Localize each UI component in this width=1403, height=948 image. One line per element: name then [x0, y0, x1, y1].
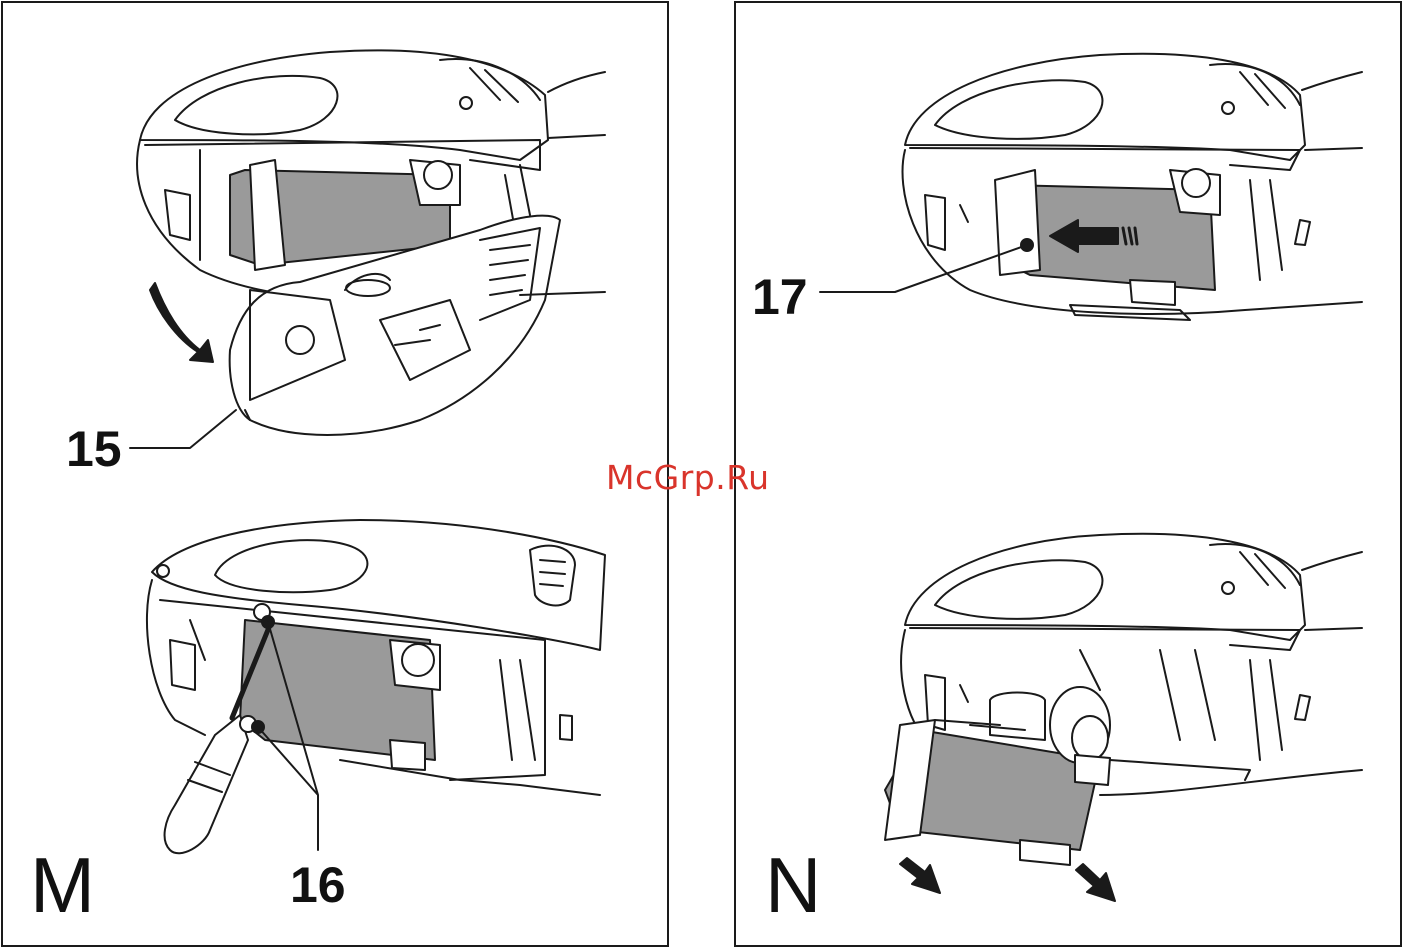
rotation-arrow [150, 283, 213, 362]
watermark: McGrp.Ru [606, 458, 770, 497]
panel-label-n: N [765, 846, 821, 924]
leader-line-17 [820, 245, 1027, 292]
callout-17: 17 [752, 272, 808, 322]
screwdriver [165, 620, 272, 853]
callout-15: 15 [66, 424, 122, 474]
battery-n-bottom [885, 687, 1110, 865]
battery-m-bottom [240, 620, 440, 770]
panel-label-m: M [30, 846, 95, 924]
leader-line-15 [130, 410, 236, 448]
removal-arrows [900, 858, 1115, 901]
callout-16: 16 [290, 860, 346, 910]
